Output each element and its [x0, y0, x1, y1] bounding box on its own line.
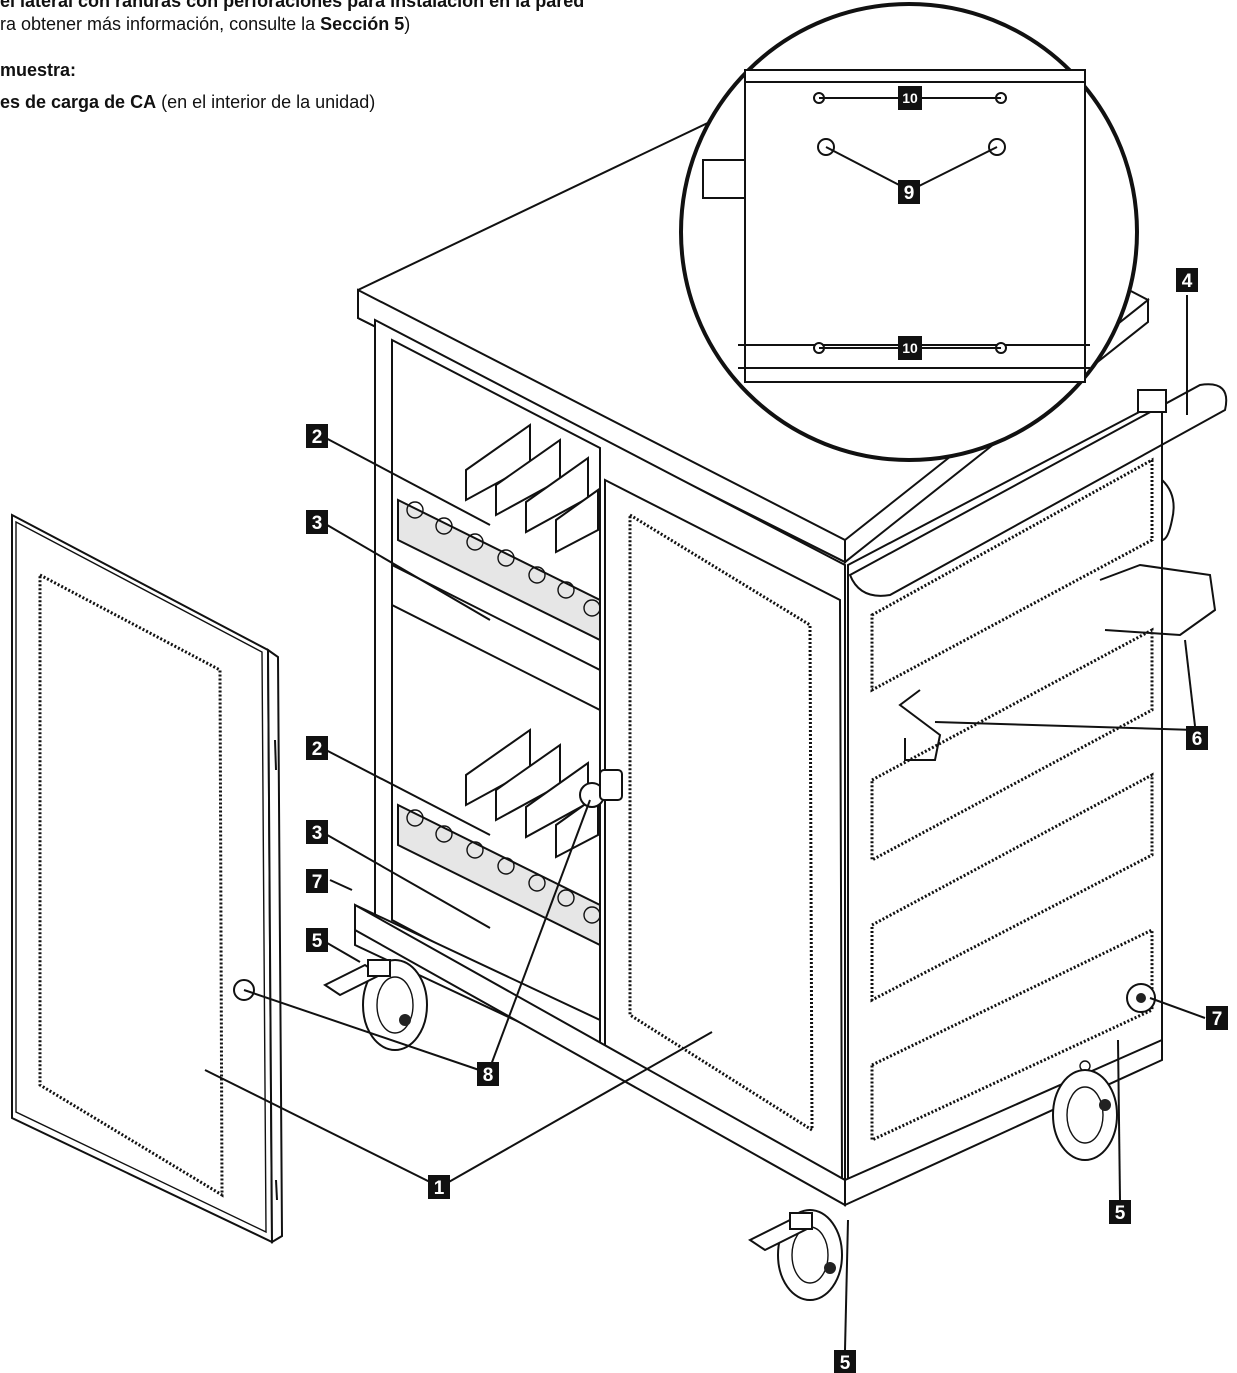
device-dividers-top: [465, 423, 599, 554]
svg-text:8: 8: [483, 1065, 494, 1086]
caster-front-right: [748, 1209, 843, 1301]
svg-text:5: 5: [840, 1353, 851, 1373]
header-line-2: ra obtener más información, consulte la …: [0, 13, 410, 35]
svg-text:5: 5: [312, 931, 323, 952]
svg-text:3: 3: [312, 823, 323, 844]
section-reference: Sección 5: [320, 14, 405, 34]
caster-front-left: [323, 959, 428, 1051]
header-line-4: es de carga de CA (en el interior de la …: [0, 91, 375, 113]
caster-rear-left-partial: [1161, 479, 1175, 541]
cord-wrap-hook-upper: [1099, 563, 1217, 637]
svg-text:7: 7: [1212, 1009, 1223, 1030]
ac-outlets-bottom: [406, 809, 601, 924]
callout-8: 8: [477, 1062, 499, 1086]
caster-rear-right: [1052, 1069, 1118, 1161]
callout-7-right: 7: [1206, 1006, 1228, 1030]
callout-5-left: 5: [306, 928, 328, 952]
svg-text:7: 7: [312, 872, 323, 893]
svg-text:9: 9: [904, 183, 915, 204]
svg-text:4: 4: [1182, 271, 1193, 292]
callout-9: 9: [898, 180, 920, 204]
casters: [323, 479, 1175, 1301]
callout-5-right: 5: [1109, 1200, 1131, 1224]
header-line-2-text: ra obtener más información, consulte la: [0, 14, 321, 34]
ac-outlets-note: (en el interior de la unidad): [156, 92, 376, 112]
callout-2-lower: 2: [306, 736, 328, 760]
callout-4: 4: [1176, 268, 1198, 292]
svg-text:10: 10: [902, 90, 918, 106]
svg-text:2: 2: [312, 739, 323, 760]
push-handle: [848, 383, 1228, 597]
rear-panel-detail: [679, 2, 1139, 462]
callout-3-upper: 3: [306, 510, 328, 534]
header-line-3: muestra:: [0, 60, 77, 80]
detached-door: [11, 513, 284, 1244]
leader-lines: [204, 295, 1206, 1351]
callout-7-left: 7: [306, 869, 328, 893]
callout-10-bottom: 10: [898, 336, 922, 360]
callout-1: 1: [428, 1175, 450, 1199]
header-line-1: el lateral con ranuras con perforaciones…: [0, 0, 585, 11]
callout-10-top: 10: [898, 86, 922, 110]
ac-outlets-label: es de carga de CA: [0, 92, 157, 112]
svg-text:6: 6: [1192, 729, 1203, 750]
callout-6: 6: [1186, 726, 1208, 750]
callout-2-upper: 2: [306, 424, 328, 448]
device-dividers-bottom: [465, 728, 599, 859]
svg-text:5: 5: [1115, 1203, 1126, 1224]
svg-text:1: 1: [434, 1178, 445, 1199]
callout-5-bottom: 5: [834, 1350, 856, 1373]
svg-text:2: 2: [312, 427, 323, 448]
svg-text:3: 3: [312, 513, 323, 534]
cord-wrap-hook-lower: [898, 689, 942, 761]
ac-outlets-top: [406, 501, 601, 617]
svg-text:10: 10: [902, 340, 918, 356]
detail-bracket: [702, 159, 746, 199]
callout-3-lower: 3: [306, 820, 328, 844]
header-line-2-close: ): [404, 14, 411, 34]
